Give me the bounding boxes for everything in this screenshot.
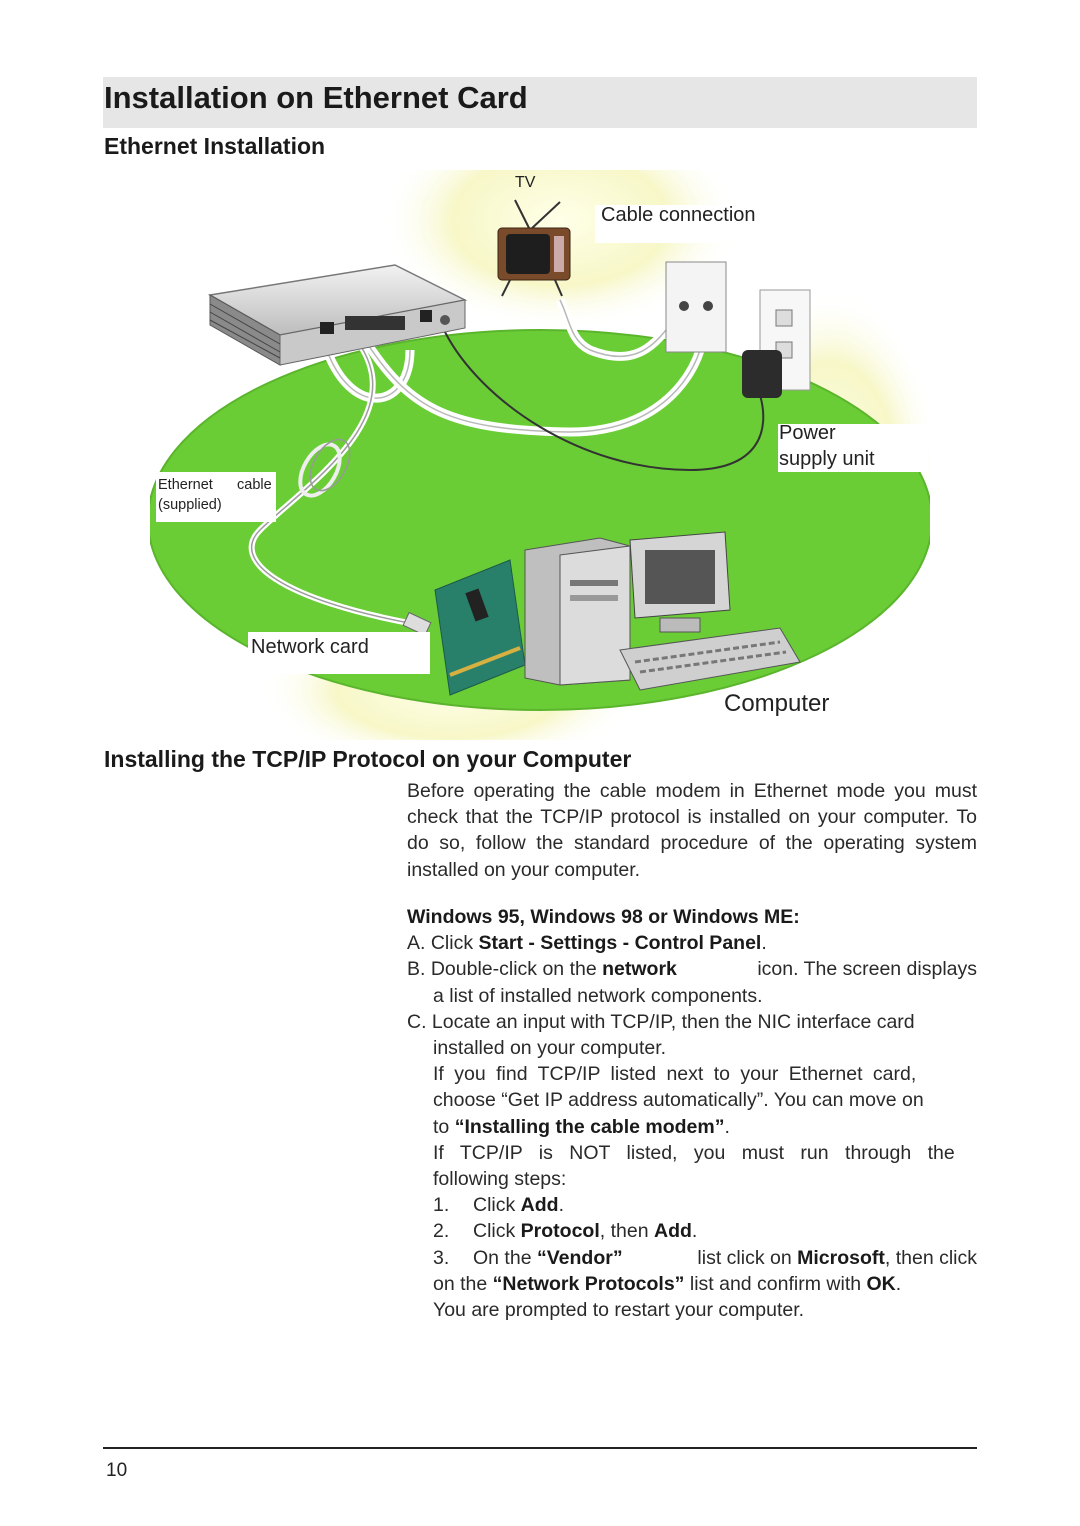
restart-note: You are prompted to restart your compute… (433, 1299, 805, 1322)
power-label-line1: Power (779, 422, 836, 444)
notfound-line2: following steps: (433, 1168, 567, 1191)
step-2: 2.Click Protocol, then Add. (433, 1220, 698, 1243)
notfound-line1: If TCP/IP is NOT listed, you must run th… (433, 1141, 955, 1164)
step-c-line2: installed on your computer. (433, 1037, 667, 1060)
title-bar (103, 77, 977, 128)
computer (524, 531, 801, 691)
step-c: C. Locate an input with TCP/IP, then the… (407, 1010, 915, 1033)
tv-set (497, 199, 571, 297)
instructions: Windows 95, Windows 98 or Windows ME: A.… (407, 904, 977, 1323)
ethernet-cable-label-word1: Ethernet (158, 477, 213, 493)
network-card-label: Network card (251, 636, 369, 658)
cable-modem (207, 264, 468, 366)
network-card (434, 559, 526, 696)
step-b: B. Double-click on the network icon. The… (407, 958, 977, 981)
section-heading-tcpip: Installing the TCP/IP Protocol on your C… (104, 746, 632, 772)
found-line3: to “Installing the cable modem”. (433, 1115, 730, 1138)
section-heading-ethernet: Ethernet Installation (104, 133, 326, 159)
step-3: 3.On the “Vendor” list click on Microsof… (433, 1246, 977, 1269)
tv-label: TV (515, 174, 536, 191)
green-ellipse (148, 330, 932, 710)
cable-connection-label: Cable connection (601, 204, 756, 226)
intro-paragraph: Before operating the cable modem in Ethe… (407, 780, 977, 881)
step-a: A. Click Start - Settings - Control Pane… (407, 932, 767, 955)
found-line1: If you find TCP/IP listed next to your E… (433, 1063, 917, 1086)
power-label-line2: supply unit (779, 448, 875, 470)
page-number: 10 (106, 1460, 128, 1481)
footer-rule (103, 1447, 977, 1449)
wall-socket (665, 261, 811, 398)
step-b-line2: a list of installed network components. (433, 984, 763, 1007)
page-title: Installation on Ethernet Card (104, 80, 528, 115)
step-1: 1.Click Add. (433, 1194, 564, 1217)
ethernet-cable-label-line2: (supplied) (158, 497, 222, 513)
windows-heading: Windows 95, Windows 98 or Windows ME: (407, 906, 800, 928)
ethernet-installation-diagram: TV Cable connection Power supply unit Et… (147, 110, 940, 770)
step-3-line2: on the “Network Protocols” list and conf… (433, 1272, 902, 1295)
computer-label: Computer (724, 690, 830, 717)
found-line2: choose “Get IP address automatically”. Y… (433, 1089, 924, 1112)
ethernet-cable-label-word2: cable (237, 477, 272, 493)
diagram-illustration (147, 110, 940, 770)
